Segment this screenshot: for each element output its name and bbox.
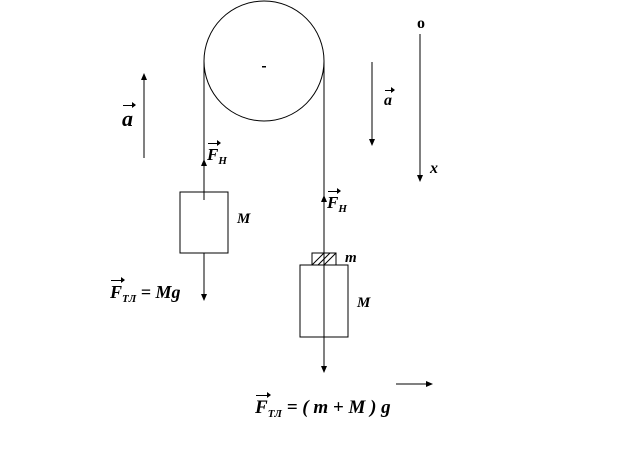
small-block-hatch-3 — [323, 252, 337, 266]
block-left — [179, 191, 229, 254]
small-mass-label: m — [345, 250, 357, 266]
origin-label: o — [417, 15, 425, 32]
mass-label-left: M — [237, 211, 251, 227]
tension-label-right: FH — [327, 188, 347, 215]
x-axis-label: x — [430, 160, 438, 177]
tension-label-left: FH — [207, 140, 227, 167]
accel-label-right: a — [384, 87, 395, 109]
gravity-formula-left: FТЛ = Mg — [110, 277, 181, 305]
mass-label-right: M — [357, 295, 371, 311]
small-block-hatch-1 — [311, 252, 325, 266]
pulley-wheel — [203, 0, 325, 122]
accel-label-left: a — [122, 102, 136, 131]
pulley-axle — [262, 66, 266, 68]
gravity-formula-right: FТЛ = ( m + M ) g — [255, 392, 391, 420]
